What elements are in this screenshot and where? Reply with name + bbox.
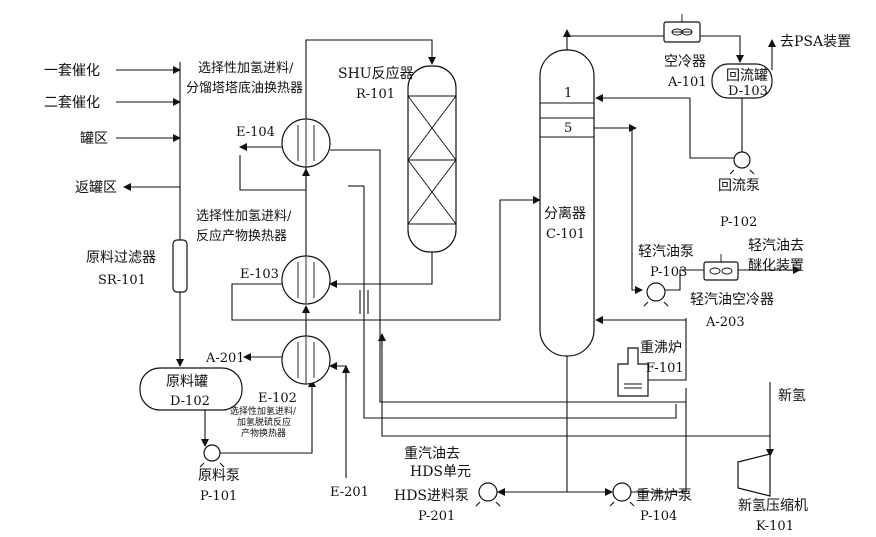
feed-tank-name: 原料罐 — [166, 374, 208, 390]
light-gasoline-cooler: 轻汽油空冷器 A-203 — [690, 254, 774, 330]
light-pump-name: 轻汽油泵 — [638, 244, 694, 260]
reflux-drum-name: 回流罐 — [726, 68, 768, 84]
e103-tag: E-103 — [240, 267, 279, 282]
feed-unit1-label: 一套催化 — [44, 63, 100, 79]
feed-pump: 原料泵 P-101 — [198, 444, 240, 504]
reflux-drum: 回流罐 D-103 — [711, 63, 773, 99]
e102-desc-1: 选择性加氢进料/ — [230, 405, 297, 417]
to-psa-label: 去PSA装置 — [780, 34, 851, 50]
reboiler-pump-name: 重沸炉泵 — [636, 488, 692, 504]
reactor-tag: R-101 — [356, 87, 395, 102]
feed-unit2-label: 二套催化 — [44, 95, 100, 111]
a201-tag: A-201 — [205, 351, 245, 366]
reactor-name: SHU反应器 — [338, 65, 414, 82]
e104-desc-1: 选择性加氢进料/ — [198, 61, 294, 76]
e103-desc-2: 反应产物换热器 — [196, 228, 287, 244]
compressor-name: 新氢压缩机 — [738, 498, 808, 514]
hydrogen-compressor: 新氢压缩机 K-101 — [737, 453, 808, 534]
furnace-tag: F-101 — [646, 361, 684, 376]
e103-desc-1: 选择性加氢进料/ — [196, 209, 292, 224]
reboiler-furnace: 重沸炉 F-101 — [617, 340, 684, 397]
reboiler-pump-tag: P-104 — [640, 509, 677, 524]
shu-reactor: SHU反应器 R-101 — [338, 65, 457, 253]
exchanger-e102: E-102 选择性加氢进料/ 加氢脱硫反应 产物换热器 — [230, 335, 331, 439]
feed-lines: 一套催化 二套催化 罐区 返罐区 — [44, 62, 184, 367]
light-to-line2: 醚化装置 — [748, 258, 804, 274]
hds-pump-tag: P-201 — [418, 509, 455, 524]
separator-column: 1 5 分离器 C-101 — [539, 49, 595, 357]
feed-tank-tag: D-102 — [170, 394, 210, 409]
filter-tag: SR-101 — [98, 273, 146, 288]
reboiler-pump: 重沸炉泵 P-104 — [609, 482, 692, 524]
reflux-pump-tag: P-102 — [720, 215, 757, 230]
reflux-pump-name: 回流泵 — [718, 178, 760, 194]
feed-tank: 原料罐 D-102 — [139, 367, 243, 411]
heavy-to-line1: 重汽油去 — [404, 446, 460, 462]
reflux-drum-tag: D-103 — [728, 84, 768, 99]
feed-filter: 原料过滤器 SR-101 — [86, 239, 188, 293]
separator-name: 分离器 — [544, 205, 586, 222]
e102-desc-3: 产物换热器 — [241, 427, 286, 439]
e201-tag: E-201 — [330, 485, 369, 500]
furnace-name: 重沸炉 — [640, 340, 682, 356]
compressor-tag: K-101 — [756, 519, 794, 534]
separator-tag: C-101 — [546, 227, 585, 242]
tray-1-label: 1 — [564, 86, 572, 101]
air-cooler-tag: A-101 — [667, 75, 707, 90]
exchanger-e104: E-104 选择性加氢进料/ 分馏塔塔底油换热器 — [186, 61, 331, 168]
light-cooler-tag: A-203 — [705, 315, 745, 330]
light-gasoline-pump: 轻汽油泵 P-103 — [638, 244, 694, 307]
new-hydrogen-label: 新氢 — [778, 388, 806, 404]
e104-desc-2: 分馏塔塔底油换热器 — [186, 80, 303, 96]
return-tank-area-label: 返罐区 — [75, 180, 117, 196]
feed-pump-name: 原料泵 — [198, 468, 240, 484]
e102-desc-2: 加氢脱硫反应 — [237, 416, 291, 428]
feed-pump-tag: P-101 — [200, 489, 237, 504]
light-to-line1: 轻汽油去 — [748, 238, 804, 254]
e104-tag: E-104 — [236, 125, 275, 140]
exchanger-e103: E-103 选择性加氢进料/ 反应产物换热器 — [196, 209, 331, 305]
hds-feed-pump: HDS进料泵 P-201 — [394, 482, 501, 524]
e102-tag: E-102 — [258, 391, 297, 406]
heavy-to-line2: HDS单元 — [410, 464, 471, 480]
reflux-pump: 回流泵 P-102 — [718, 151, 760, 230]
filter-name: 原料过滤器 — [86, 250, 156, 266]
hds-pump-name: HDS进料泵 — [394, 488, 469, 504]
air-cooler-a101: 空冷器 A-101 — [663, 14, 707, 90]
air-cooler-name: 空冷器 — [664, 54, 706, 70]
feed-tank-area-label: 罐区 — [80, 131, 108, 147]
tray-5-label: 5 — [564, 121, 572, 136]
light-pump-tag: P-103 — [650, 265, 687, 280]
light-cooler-name: 轻汽油空冷器 — [690, 292, 774, 308]
